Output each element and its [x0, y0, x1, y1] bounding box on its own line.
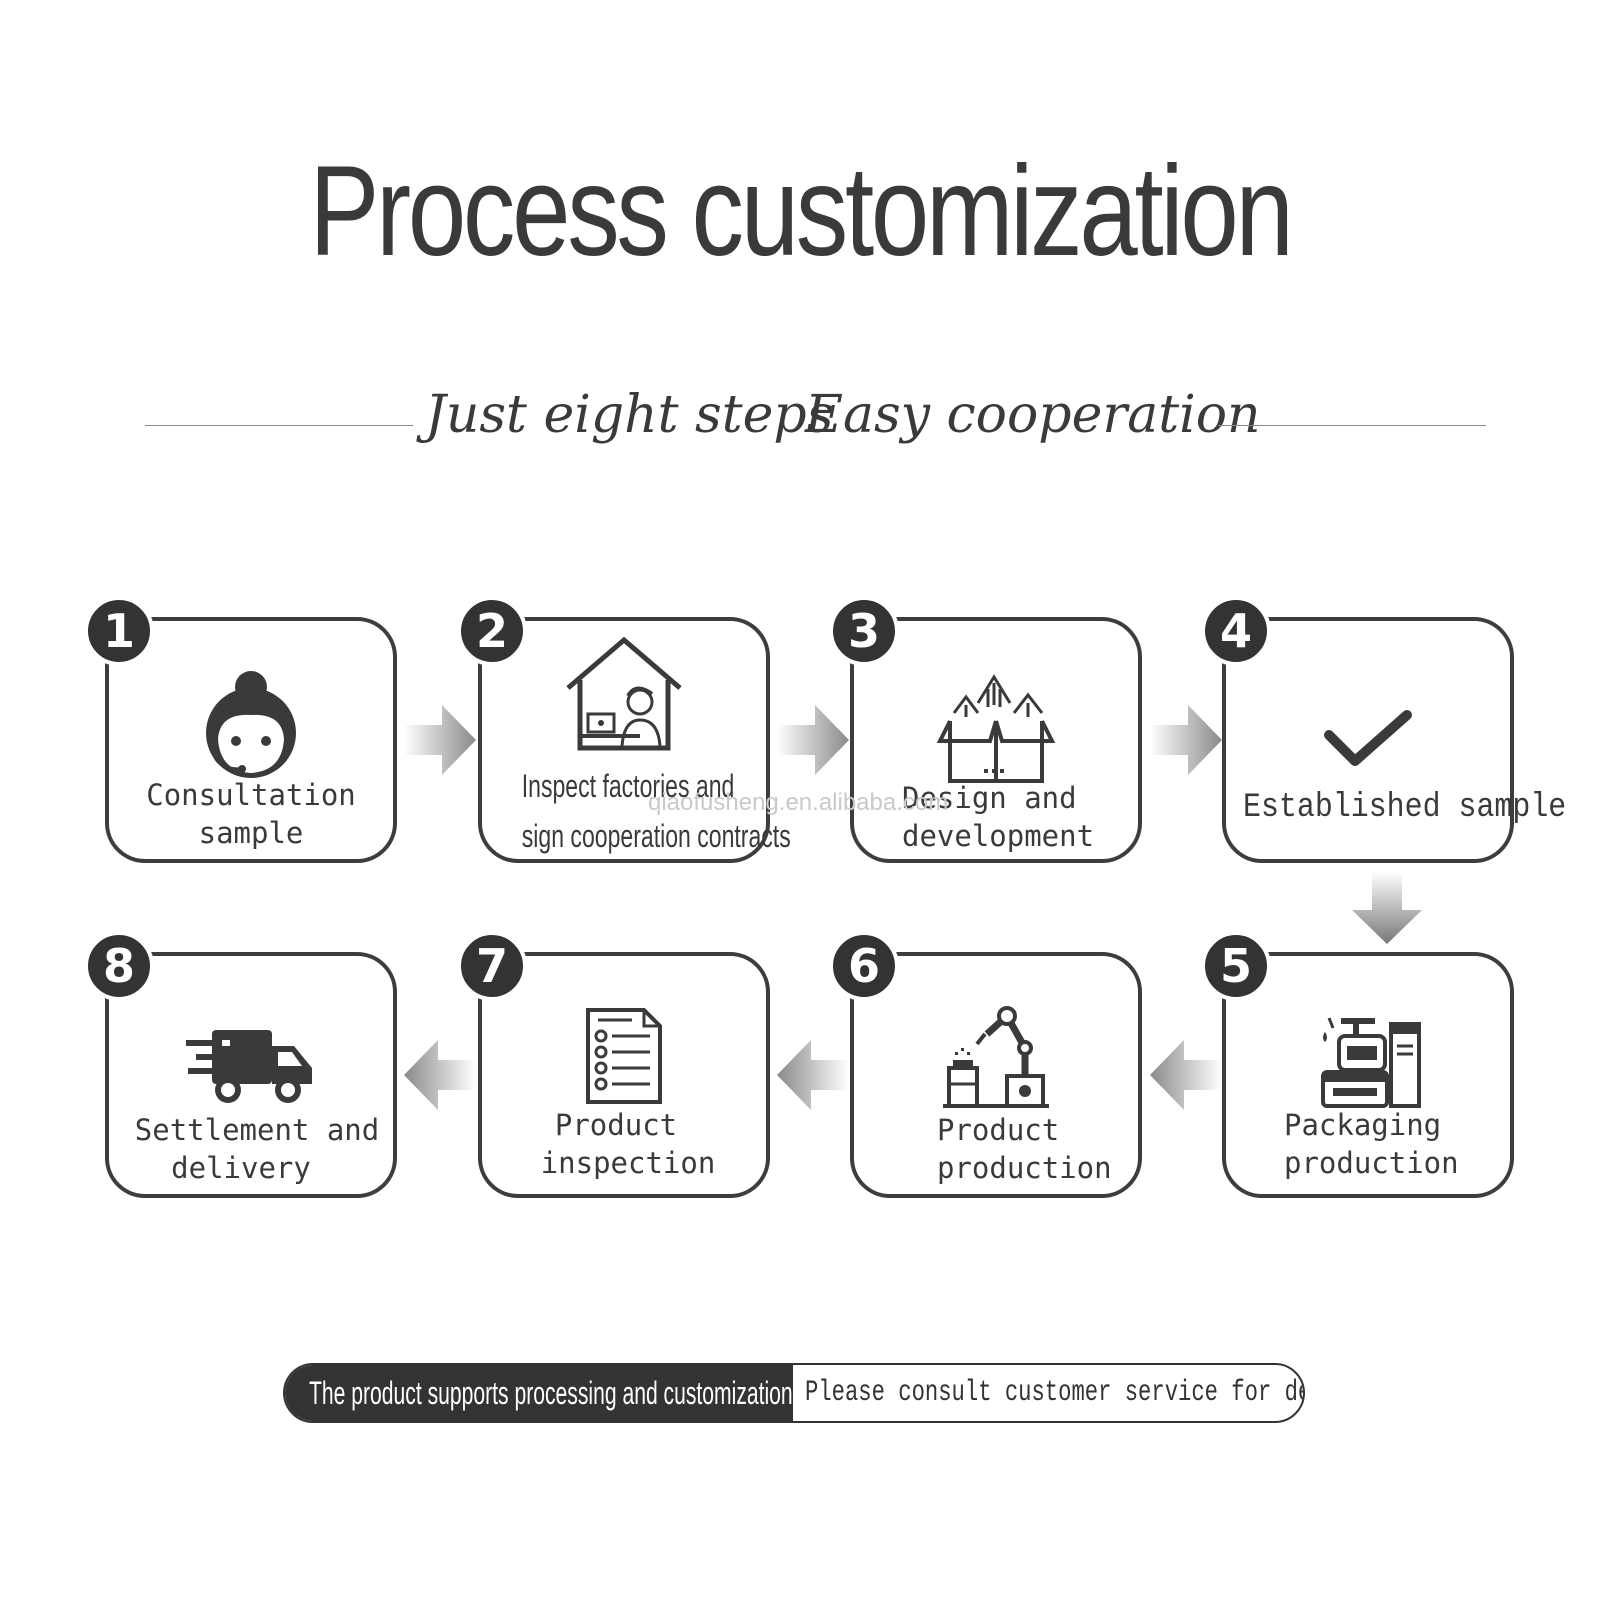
step-label-8-line2: delivery — [171, 1151, 311, 1185]
step-card-5: Packaging production — [1222, 952, 1514, 1198]
subtitle-left: Just eight steps — [425, 385, 834, 445]
step-badge-7: 7 — [457, 931, 527, 1001]
arrow-right-1 — [404, 705, 476, 775]
step-label-1-line1: Consultation — [146, 778, 356, 812]
step-card-7: Product inspection — [478, 952, 770, 1198]
delivery-truck-icon — [186, 1030, 312, 1103]
step-card-4: Established sample — [1222, 617, 1567, 863]
step-card-6: Product production — [850, 952, 1142, 1198]
step-label-6-line2: production — [937, 1151, 1112, 1185]
step-label-1-line2: sample — [198, 816, 304, 850]
subtitle-divider-right — [1218, 425, 1486, 426]
footer-right-text: Please consult customer service for deta… — [805, 1376, 1303, 1410]
step-card-1: Consultation sample — [105, 617, 397, 863]
arrow-left-6-7 — [777, 1040, 849, 1110]
step-label-3-line2: development — [902, 819, 1095, 853]
step-card-8: Settlement and delivery — [105, 952, 397, 1198]
subtitle-right: Easy cooperation — [805, 385, 1261, 445]
step-label-7-line1: Product — [554, 1108, 678, 1142]
subtitle-divider-left — [145, 425, 413, 426]
step-badge-2: 2 — [457, 596, 527, 666]
step-label-5-line1: Packaging — [1284, 1108, 1442, 1142]
robot-arm-icon — [943, 1006, 1049, 1108]
checklist-icon — [586, 1008, 662, 1104]
arrow-right-3 — [1150, 705, 1222, 775]
customer-service-icon — [206, 671, 296, 778]
watermark: qiaofusheng.en.alibaba.com — [648, 789, 949, 816]
step-label-3-line1: Design and — [902, 781, 1077, 815]
step-label-8-line1: Settlement and — [134, 1113, 380, 1147]
step-badge-1: 1 — [84, 596, 154, 666]
arrow-left-7-8 — [404, 1040, 476, 1110]
step-label-5-line2: production — [1284, 1146, 1459, 1180]
step-label-7-line2: inspection — [540, 1146, 716, 1180]
design-box-icon — [936, 674, 1056, 783]
footer-left-text: The product supports processing and cust… — [309, 1375, 793, 1411]
arrow-down-4-5 — [1352, 872, 1422, 944]
checkmark-icon — [1324, 710, 1412, 766]
footer-banner-left — [285, 1365, 793, 1421]
step-label-4-line1: Established sample — [1243, 789, 1567, 827]
step-badge-3: 3 — [829, 596, 899, 666]
step-badge-5: 5 — [1201, 931, 1271, 1001]
cosmetics-packaging-icon — [1321, 1017, 1421, 1108]
page-title: Process customization — [309, 140, 1293, 283]
step-card-2: Inspect factories and sign cooperation c… — [478, 617, 791, 863]
arrow-left-5-6 — [1150, 1040, 1222, 1110]
step-label-2-line1: Inspect factories and — [521, 768, 735, 804]
step-badge-6: 6 — [829, 931, 899, 1001]
step-label-2-line2: sign cooperation contracts — [521, 818, 791, 854]
step-badge-4: 4 — [1201, 596, 1271, 666]
step-badge-8: 8 — [84, 931, 154, 1001]
footer-banner: The product supports processing and cust… — [283, 1363, 1305, 1423]
arrow-right-2 — [777, 705, 849, 775]
step-label-6-line1: Product — [937, 1113, 1060, 1147]
factory-inspection-icon — [566, 636, 682, 751]
step-card-3: Design and development — [850, 617, 1142, 863]
